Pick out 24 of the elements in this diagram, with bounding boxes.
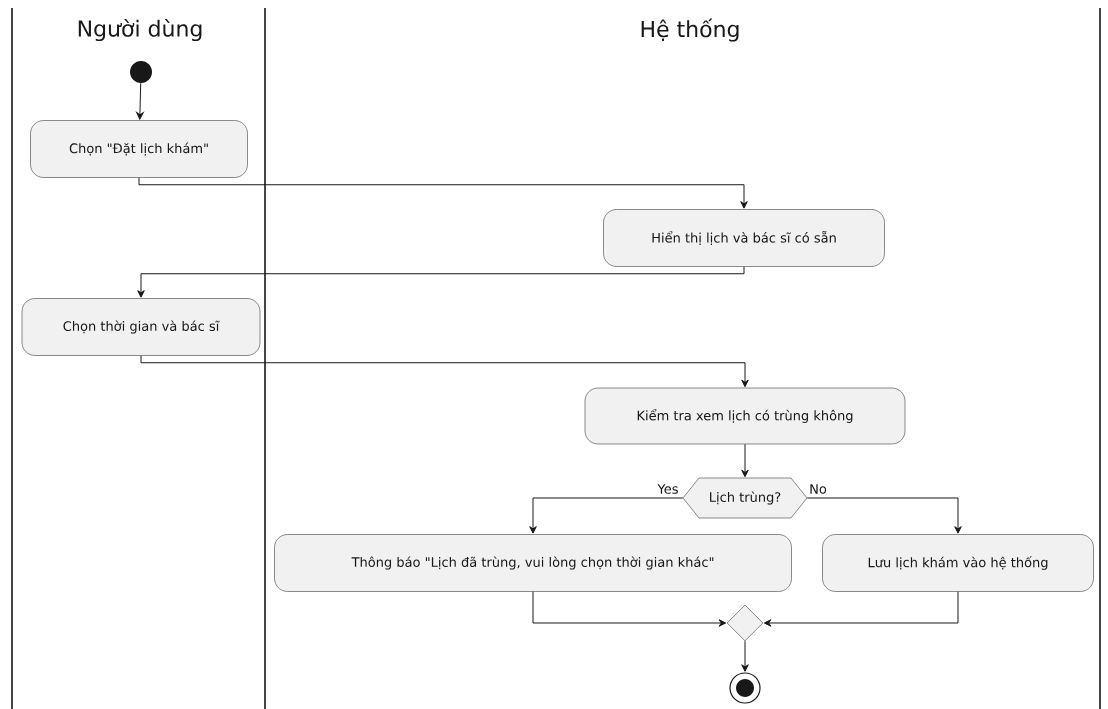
end-symbol — [729, 672, 761, 704]
arrow — [138, 177, 748, 209]
arrow — [741, 443, 749, 478]
action-box: Kiểm tra xem lịch có trùng không — [584, 387, 906, 445]
action-box: Lưu lịch khám vào hệ thống — [822, 534, 1094, 592]
action-box: Thông báo "Lịch đã trùng, vui lòng chọn thời gian khác" — [274, 534, 792, 592]
arrow — [763, 591, 959, 627]
start-dot — [130, 61, 152, 83]
arrow — [806, 497, 962, 534]
arrow — [137, 266, 745, 298]
arrow — [529, 497, 684, 534]
action-box: Hiển thị lịch và bác sĩ có sẵn — [603, 209, 885, 267]
arrow — [741, 640, 749, 672]
lane-heading: Hệ thống — [641, 18, 739, 42]
arrow — [136, 82, 144, 120]
edge-label: No — [808, 483, 828, 495]
action-box: Chọn "Đặt lịch khám" — [30, 120, 248, 178]
merge-diamond — [726, 604, 764, 642]
action-box: Chọn thời gian và bác sĩ — [21, 298, 261, 356]
edge-label: Yes — [656, 483, 680, 495]
arrow — [140, 355, 749, 388]
arrow — [532, 591, 727, 627]
lane-heading: Người dùng — [78, 18, 202, 42]
decision-hexagon: Lịch trùng? — [682, 477, 808, 519]
